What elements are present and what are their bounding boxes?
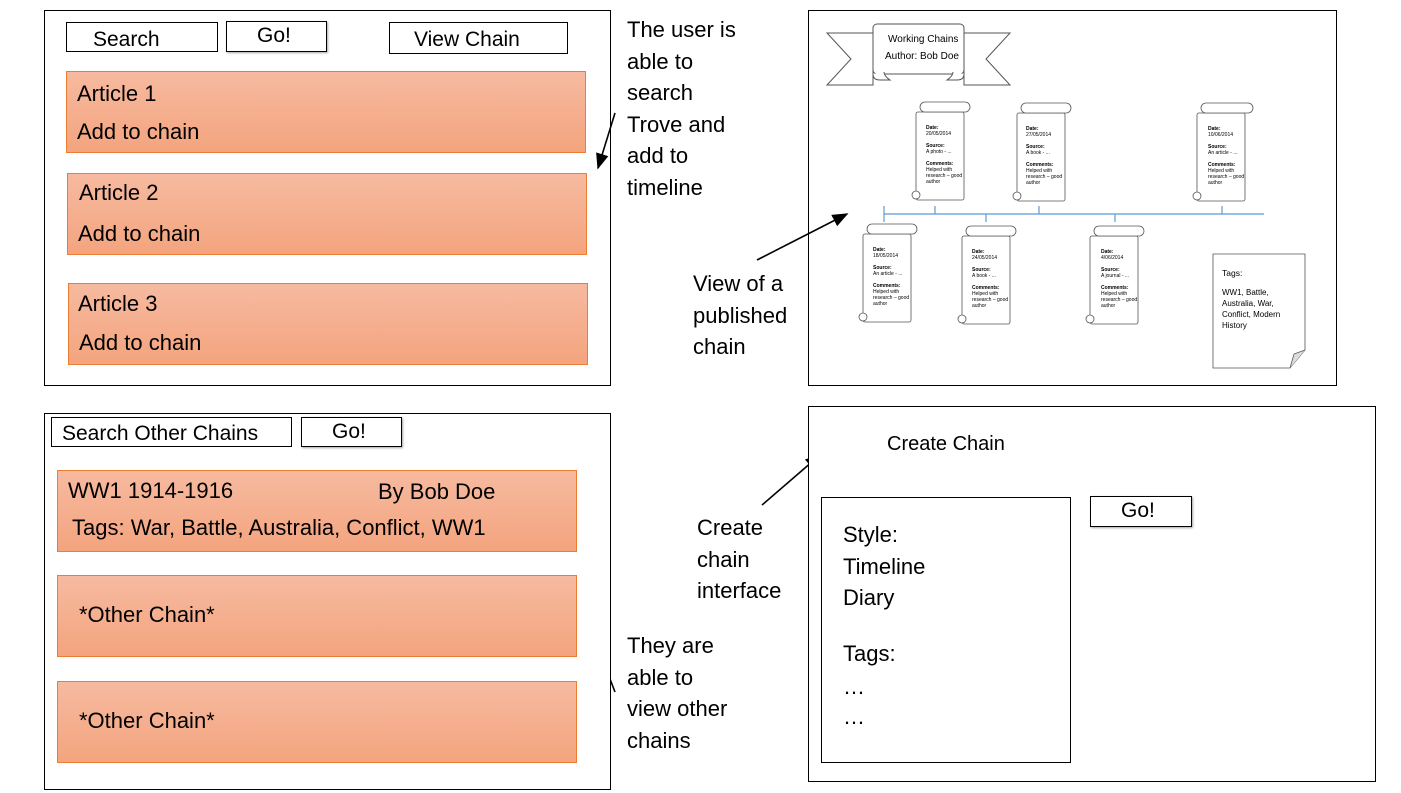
search-go-button[interactable]: Go!	[226, 21, 327, 52]
entry-comments-label: Comments:	[972, 285, 1000, 291]
timeline-entry: Date: 4/06/2014 Source: A journal - ... …	[1101, 249, 1139, 309]
entry-comments: Helped with research – good author	[1208, 168, 1245, 186]
entry-source: A book - ...	[1026, 150, 1050, 156]
entry-source: An article - ...	[873, 271, 903, 277]
entry-date-label: Date:	[926, 125, 939, 131]
tags-field-label: Tags:	[843, 641, 896, 666]
timeline-entry: Date: 24/05/2014 Source: A book - ... Co…	[972, 249, 1010, 309]
entry-date: 18/05/2014	[873, 253, 899, 259]
article-title[interactable]: Article 3	[78, 291, 158, 316]
entry-comments: Helped with research – good author	[1026, 168, 1063, 186]
entry-comments: Helped with research – good author	[1101, 291, 1138, 309]
create-chain-title: Create Chain	[887, 433, 1005, 455]
entry-date-label: Date:	[1026, 126, 1039, 132]
scroll-shape	[1085, 225, 1145, 325]
entry-source: An article - ...	[1208, 150, 1238, 156]
entry-comments: Helped with research – good author	[926, 167, 963, 185]
chain-tags: Tags: War, Battle, Australia, Conflict, …	[72, 515, 486, 540]
entry-date: 27/05/2014	[1026, 132, 1052, 138]
entry-source: A photo - ...	[926, 149, 952, 155]
tags-note-shape	[1212, 253, 1306, 369]
scroll-shape	[957, 225, 1017, 325]
tags-field-value[interactable]: …	[843, 704, 865, 729]
chain-title: *Other Chain*	[79, 602, 215, 627]
search-input[interactable]: Search	[66, 22, 218, 52]
scroll-shape	[911, 101, 971, 201]
entry-source-label: Source:	[873, 265, 892, 271]
chain-title: WW1 1914-1916	[68, 478, 234, 503]
article-title[interactable]: Article 1	[77, 81, 157, 106]
timeline-entry: Date: 20/05/2014 Source: A photo - ... C…	[926, 125, 964, 185]
timeline-entry: Date: 10/06/2014 Source: An article - ..…	[1208, 126, 1246, 186]
other-chains-annotation: They are able to view other chains	[627, 633, 728, 753]
entry-date: 10/06/2014	[1208, 132, 1234, 138]
article-card	[67, 173, 587, 255]
article-title[interactable]: Article 2	[79, 180, 159, 205]
search-other-chains-input[interactable]: Search Other Chains	[51, 417, 292, 447]
entry-date-label: Date:	[873, 247, 886, 253]
other-chains-go-button[interactable]: Go!	[301, 417, 402, 447]
add-to-chain-link[interactable]: Add to chain	[79, 330, 202, 355]
entry-comments-label: Comments:	[1208, 162, 1236, 168]
entry-comments: Helped with research – good author	[972, 291, 1009, 309]
entry-source-label: Source:	[972, 267, 991, 273]
style-option-timeline[interactable]: Timeline	[843, 554, 926, 579]
article-card	[68, 283, 588, 365]
entry-source: A book - ...	[972, 273, 996, 279]
timeline-entry: Date: 18/05/2014 Source: An article - ..…	[873, 247, 911, 307]
scroll-shape	[858, 223, 918, 323]
tags-text: WW1, Battle, Australia, War, Conflict, M…	[1222, 288, 1281, 330]
entry-comments-label: Comments:	[1026, 162, 1054, 168]
working-chains-banner	[825, 23, 1012, 86]
banner-title: Working Chains	[888, 34, 959, 45]
entry-date: 24/05/2014	[972, 255, 998, 261]
chain-card[interactable]	[57, 470, 577, 552]
tags-field-value[interactable]: …	[843, 674, 865, 699]
entry-date: 20/05/2014	[926, 131, 952, 137]
add-to-chain-link[interactable]: Add to chain	[78, 221, 201, 246]
entry-comments: Helped with research – good author	[873, 289, 910, 307]
entry-comments-label: Comments:	[1101, 285, 1129, 291]
search-annotation: The user is able to search Trove and add…	[627, 17, 736, 200]
timeline-axis	[883, 206, 1264, 222]
entry-source-label: Source:	[1026, 144, 1045, 150]
create-annotation: Create chain interface	[697, 515, 782, 604]
chain-author: By Bob Doe	[378, 479, 496, 504]
chain-card[interactable]	[57, 681, 577, 763]
entry-source: A journal - ...	[1101, 273, 1130, 279]
article-card	[66, 71, 586, 153]
style-option-diary[interactable]: Diary	[843, 585, 895, 610]
add-to-chain-link[interactable]: Add to chain	[77, 119, 200, 144]
view-chain-button[interactable]: View Chain	[389, 22, 568, 54]
entry-comments-label: Comments:	[926, 161, 954, 167]
entry-source-label: Source:	[1101, 267, 1120, 273]
timeline-entry: Date: 27/05/2014 Source: A book - ... Co…	[1026, 126, 1064, 186]
entry-date: 4/06/2014	[1101, 255, 1124, 261]
entry-source-label: Source:	[926, 143, 945, 149]
create-chain-form	[821, 497, 1071, 763]
chain-title: *Other Chain*	[79, 708, 215, 733]
published-annotation: View of a published chain	[693, 271, 788, 360]
entry-comments-label: Comments:	[873, 283, 901, 289]
style-label: Style:	[843, 522, 899, 547]
entry-date-label: Date:	[1101, 249, 1114, 255]
chain-card[interactable]	[57, 575, 577, 657]
scroll-shape	[1012, 102, 1072, 202]
entry-source-label: Source:	[1208, 144, 1227, 150]
tags-label: Tags:	[1222, 268, 1243, 278]
entry-date-label: Date:	[1208, 126, 1221, 132]
scroll-shape	[1192, 102, 1254, 202]
create-chain-go-button[interactable]: Go!	[1090, 496, 1192, 527]
entry-date-label: Date:	[972, 249, 985, 255]
banner-author: Author: Bob Doe	[885, 51, 959, 62]
